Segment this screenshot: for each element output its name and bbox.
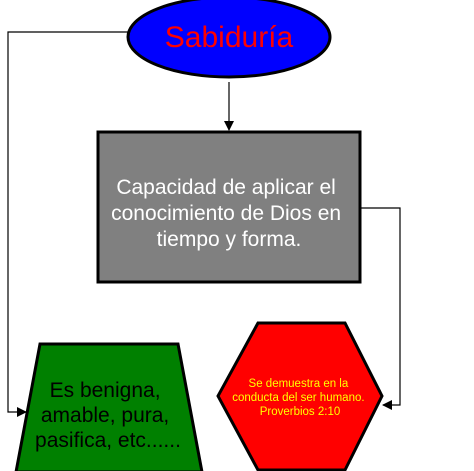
definition-line-3: tiempo y forma.: [157, 228, 302, 251]
root-label: Sabiduría: [165, 21, 294, 54]
qualities-line-2: amable, pura,: [41, 404, 169, 427]
evidence-line-2: conducta del ser humano.: [232, 392, 364, 404]
definition-text: Capacidad de aplicar el conocimiento de …: [111, 176, 347, 251]
node-evidence: Se demuestra en la conducta del ser huma…: [216, 321, 384, 471]
evidence-line-1: Se demuestra en la: [249, 378, 349, 390]
evidence-text: Se demuestra en la conducta del ser huma…: [232, 378, 368, 418]
qualities-line-3: pasifica, etc......: [35, 429, 181, 452]
qualities-text: Es benigna, amable, pura, pasifica, etc.…: [35, 379, 181, 452]
node-qualities: Es benigna, amable, pura, pasifica, etc.…: [14, 342, 204, 471]
evidence-hexagon: [216, 321, 384, 471]
definition-line-2: conocimiento de Dios en: [111, 202, 341, 225]
definition-box: [96, 130, 362, 284]
qualities-line-1: Es benigna,: [50, 379, 161, 402]
connectors: [7, 31, 401, 417]
qualities-trapezoid: [14, 342, 204, 471]
arrow-definition-to-evidence: [360, 207, 401, 410]
definition-line-1: Capacidad de aplicar el: [116, 176, 335, 199]
root-ellipse: [126, 0, 332, 79]
evidence-line-3: Proverbios 2:10: [260, 406, 341, 418]
arrow-root-to-qualities: [7, 31, 130, 417]
node-root: Sabiduría: [126, 0, 332, 79]
node-definition: Capacidad de aplicar el conocimiento de …: [96, 130, 362, 284]
